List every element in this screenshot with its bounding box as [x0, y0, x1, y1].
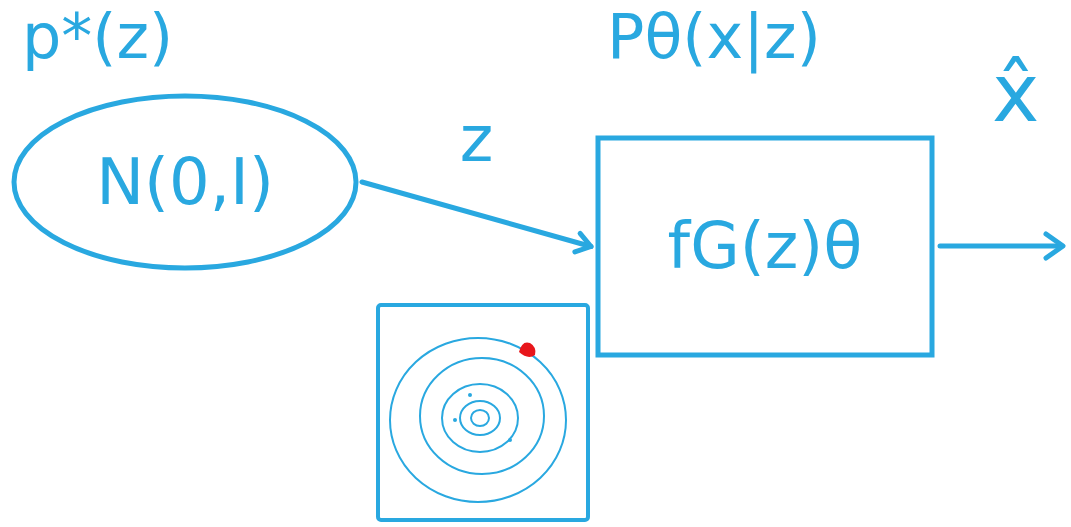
box-shape: fG(z)θ: [595, 135, 935, 358]
node-heading: p*(z): [22, 0, 173, 74]
generator-node: Pθ(x|z) fG(z)θ: [595, 0, 935, 358]
sample-dot: [453, 418, 457, 422]
output-label: x̂: [988, 50, 1043, 138]
arrowhead: [1046, 234, 1063, 258]
contour-ring: [390, 338, 566, 502]
node-heading: Pθ(x|z): [607, 0, 821, 74]
ellipse-shape: N(0,I): [10, 92, 360, 272]
distribution-node: p*(z) N(0,I): [10, 0, 360, 272]
contour-ring: [442, 384, 518, 452]
contour-frame: [378, 305, 588, 520]
outline: [598, 138, 932, 355]
contour-ring: [471, 410, 489, 426]
contour-ring: [420, 358, 544, 474]
sample-dot: [508, 438, 512, 442]
output-arrow: [940, 244, 1062, 249]
node-label: N(0,I): [96, 144, 274, 221]
edge-label: z: [456, 104, 498, 174]
outline: [14, 96, 356, 268]
contour-ring: [460, 401, 500, 435]
flow-arrow: [362, 182, 591, 252]
arrow-line: [362, 182, 591, 247]
sample-dot: [468, 393, 472, 397]
sampled-point: [519, 342, 535, 357]
node-label: fG(z)θ: [668, 208, 863, 285]
arrowhead: [575, 233, 591, 251]
